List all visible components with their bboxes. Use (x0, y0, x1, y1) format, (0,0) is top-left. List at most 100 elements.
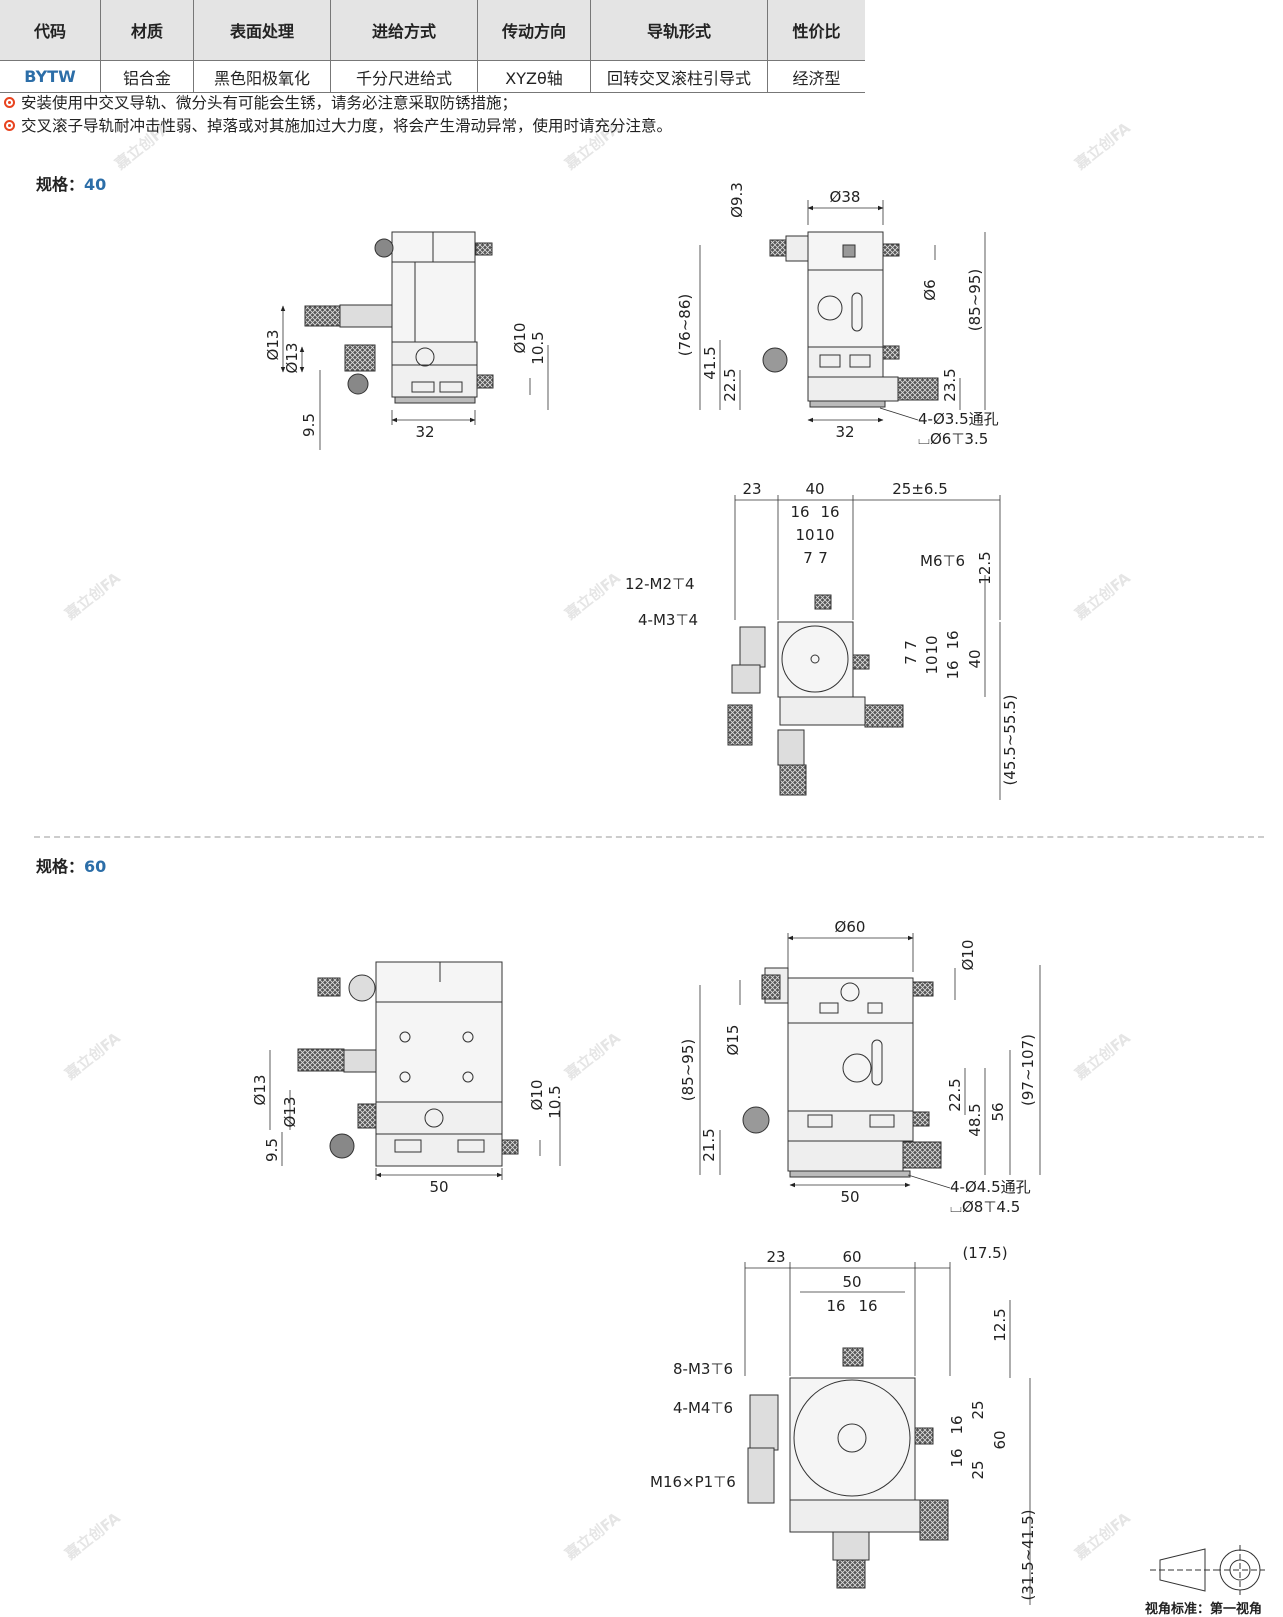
dim-label: 16 (858, 1297, 877, 1315)
dim-label: M16×P1⊤6 (650, 1473, 736, 1491)
dim-label: 12-M2⊤4 (625, 575, 695, 593)
dim-label: 16 (820, 503, 839, 521)
watermark: 嘉立创FA (61, 569, 125, 624)
watermark: 嘉立创FA (561, 1029, 625, 1084)
spec60-side-view (269, 961, 561, 1180)
dim-label: 10 (795, 526, 814, 544)
spec60-top-dims: 23 60 (17.5) 50 16 16 12.5 8-M3⊤6 4-M4⊤6… (650, 1244, 1037, 1601)
dim-label: M6⊤6 (920, 552, 965, 570)
dim-label: 48.5 (966, 1103, 984, 1136)
watermark: 嘉立创FA (1071, 569, 1135, 624)
dim-label: 50 (842, 1273, 861, 1291)
dim-label: 40 (966, 649, 984, 668)
note-rust: 安装使用中交叉导轨、微分头有可能会生锈，请务必注意采取防锈措施； (4, 91, 517, 113)
cell-guide: 回转交叉滚柱引导式 (590, 60, 768, 93)
dim-label: Ø13 (283, 343, 301, 374)
dim-label: 12.5 (976, 551, 994, 584)
spec-40-label: 规格：40 (36, 175, 107, 194)
spec60-top-view (744, 1262, 1031, 1605)
watermark: 嘉立创FA (1071, 1509, 1135, 1564)
spec60-front-view (699, 933, 1041, 1189)
dim-label: Ø15 (724, 1025, 742, 1056)
dim-label: (97~107) (1019, 1034, 1037, 1106)
dim-label: 7 (902, 640, 920, 650)
spec40-top-dims: 23 40 25±6.5 16 16 10 10 7 7 M6⊤6 12-M2⊤… (625, 480, 1019, 786)
dim-label: 56 (989, 1102, 1007, 1121)
dim-label: Ø13 (251, 1075, 269, 1106)
watermark: 嘉立创FA (111, 119, 175, 174)
dim-label: 7 (818, 549, 828, 567)
dim-label: 22.5 (946, 1078, 964, 1111)
header-material: 材质 (100, 0, 194, 61)
dim-label: Ø38 (830, 188, 861, 206)
spec40-front-dims: Ø38 Ø9.3 Ø6 (76~86) 41.5 22.5 (85~95) 23… (676, 182, 999, 448)
note-text: 交叉滚子导轨耐冲击性弱、掉落或对其施加过大力度，将会产生滑动异常，使用时请充分注… (21, 117, 673, 135)
spec40-front-view (699, 200, 986, 423)
dim-label: 60 (842, 1248, 861, 1266)
watermark: 嘉立创FA (561, 119, 625, 174)
dim-label: 16 (948, 1415, 966, 1434)
dim-label: 9.5 (263, 1138, 281, 1162)
dim-label: 16 (826, 1297, 845, 1315)
dim-label: 32 (415, 423, 434, 441)
dim-label: Ø10 (959, 940, 977, 971)
dim-label: (85~95) (966, 269, 984, 331)
watermark: 嘉立创FA (561, 1509, 625, 1564)
header-cost: 性价比 (767, 0, 865, 61)
dim-label: (17.5) (962, 1244, 1007, 1262)
spec60-front-dims: Ø60 Ø10 Ø15 (85~95) 21.5 22.5 48.5 56 (9… (679, 918, 1037, 1216)
header-code: 代码 (0, 0, 101, 61)
dim-label: 4-Ø4.5通孔 (950, 1178, 1031, 1196)
dim-label: 32 (835, 423, 854, 441)
note-impact: 交叉滚子导轨耐冲击性弱、掉落或对其施加过大力度，将会产生滑动异常，使用时请充分注… (4, 114, 672, 136)
dim-label: (85~95) (679, 1039, 697, 1101)
dim-label: Ø13 (281, 1097, 299, 1128)
first-angle-projection-icon (1150, 1545, 1265, 1595)
dim-label: Ø60 (835, 918, 866, 936)
cell-feed: 千分尺进给式 (330, 60, 478, 93)
cell-code[interactable]: BYTW (0, 60, 101, 93)
dim-label: 8-M3⊤6 (673, 1360, 733, 1378)
cell-direction: XYZθ轴 (477, 60, 591, 93)
watermark: 嘉立创FA (1071, 1029, 1135, 1084)
watermark: 嘉立创FA (561, 569, 625, 624)
view-standard-label: 视角标准：第一视角 (1145, 1602, 1263, 1617)
dim-label: (45.5~55.5) (1001, 694, 1019, 785)
dim-label: 4-M4⊤6 (673, 1399, 733, 1417)
dim-label: Ø13 (264, 330, 282, 361)
spec60-side-dims: 50 Ø13 Ø13 9.5 Ø10 10.5 (251, 1075, 564, 1196)
dim-label: 4-M3⊤4 (638, 611, 698, 629)
dim-label: 16 (790, 503, 809, 521)
spec40-side-view (280, 231, 549, 450)
section-divider (34, 836, 1264, 838)
header-guide: 导轨形式 (590, 0, 768, 61)
dim-label: 16 (948, 1448, 966, 1467)
dim-label: 50 (429, 1178, 448, 1196)
dim-label: 25 (969, 1400, 987, 1419)
dim-label: 23 (742, 480, 761, 498)
header-feed: 进给方式 (330, 0, 478, 61)
dim-label: 50 (840, 1188, 859, 1206)
dim-label: 21.5 (700, 1128, 718, 1161)
dim-label: ⌴Ø8⊤4.5 (950, 1198, 1020, 1216)
dim-label: 25 (969, 1460, 987, 1479)
cell-surface: 黑色阳极氧化 (193, 60, 331, 93)
dim-label: 16 (944, 660, 962, 679)
watermark: 嘉立创FA (1071, 119, 1135, 174)
note-text: 安装使用中交叉导轨、微分头有可能会生锈，请务必注意采取防锈措施； (21, 94, 518, 112)
bullet-icon (4, 119, 15, 131)
header-surface: 表面处理 (193, 0, 331, 61)
table-row: BYTW 铝合金 黑色阳极氧化 千分尺进给式 XYZθ轴 回转交叉滚柱引导式 经… (0, 60, 865, 93)
dim-label: 10 (923, 655, 941, 674)
dim-label: ⌴Ø6⊤3.5 (918, 430, 988, 448)
dim-label: 9.5 (300, 413, 318, 437)
dim-label: Ø10 (528, 1080, 546, 1111)
dim-label: Ø10 (511, 323, 529, 354)
watermark-group: 嘉立创FA 嘉立创FA 嘉立创FA 嘉立创FA 嘉立创FA 嘉立创FA 嘉立创F… (61, 119, 1135, 1564)
dim-label: 7 (902, 655, 920, 665)
dim-label: 4-Ø3.5通孔 (918, 410, 999, 428)
dim-label: 10.5 (529, 331, 547, 364)
dim-label: 25±6.5 (892, 480, 948, 498)
dim-label: Ø6 (921, 279, 939, 300)
spec40-side-dims: 32 Ø13 Ø13 9.5 Ø10 10.5 (264, 323, 547, 441)
